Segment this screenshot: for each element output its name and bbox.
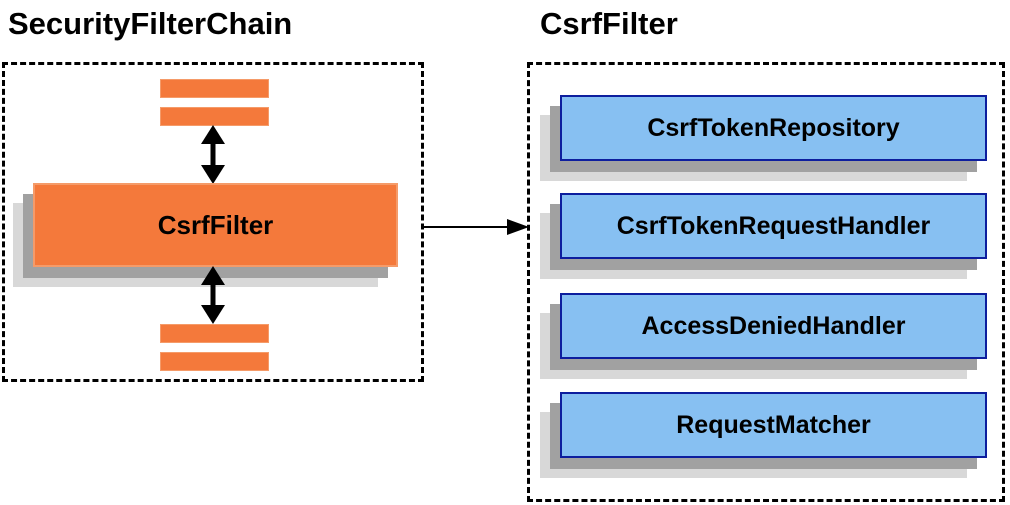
up-down-arrow-icon xyxy=(201,125,225,184)
security-filter-chain-title: SecurityFilterChain xyxy=(8,6,293,41)
component-label: CsrfTokenRepository xyxy=(647,113,900,142)
csrf-filter-box-label: CsrfFilter xyxy=(157,209,274,240)
filter-placeholder-bar xyxy=(160,324,269,343)
csrf-filter-title: CsrfFilter xyxy=(540,6,678,41)
filter-placeholder-bar xyxy=(160,107,269,126)
csrf-filter-boundary xyxy=(527,62,1005,502)
security-filter-chain-boundary xyxy=(2,62,424,382)
csrf-token-request-handler-box: CsrfTokenRequestHandler xyxy=(560,193,987,259)
request-matcher-box: RequestMatcher xyxy=(560,392,987,458)
right-arrow-icon xyxy=(423,219,529,235)
filter-placeholder-bar xyxy=(160,352,269,371)
csrf-filter-box: CsrfFilter xyxy=(33,183,398,267)
csrf-token-repository-box: CsrfTokenRepository xyxy=(560,95,987,161)
component-label: AccessDeniedHandler xyxy=(641,311,906,340)
access-denied-handler-box: AccessDeniedHandler xyxy=(560,293,987,359)
component-label: RequestMatcher xyxy=(676,410,871,439)
filter-placeholder-bar xyxy=(160,79,269,98)
up-down-arrow-icon xyxy=(201,266,225,324)
component-label: CsrfTokenRequestHandler xyxy=(616,211,931,240)
